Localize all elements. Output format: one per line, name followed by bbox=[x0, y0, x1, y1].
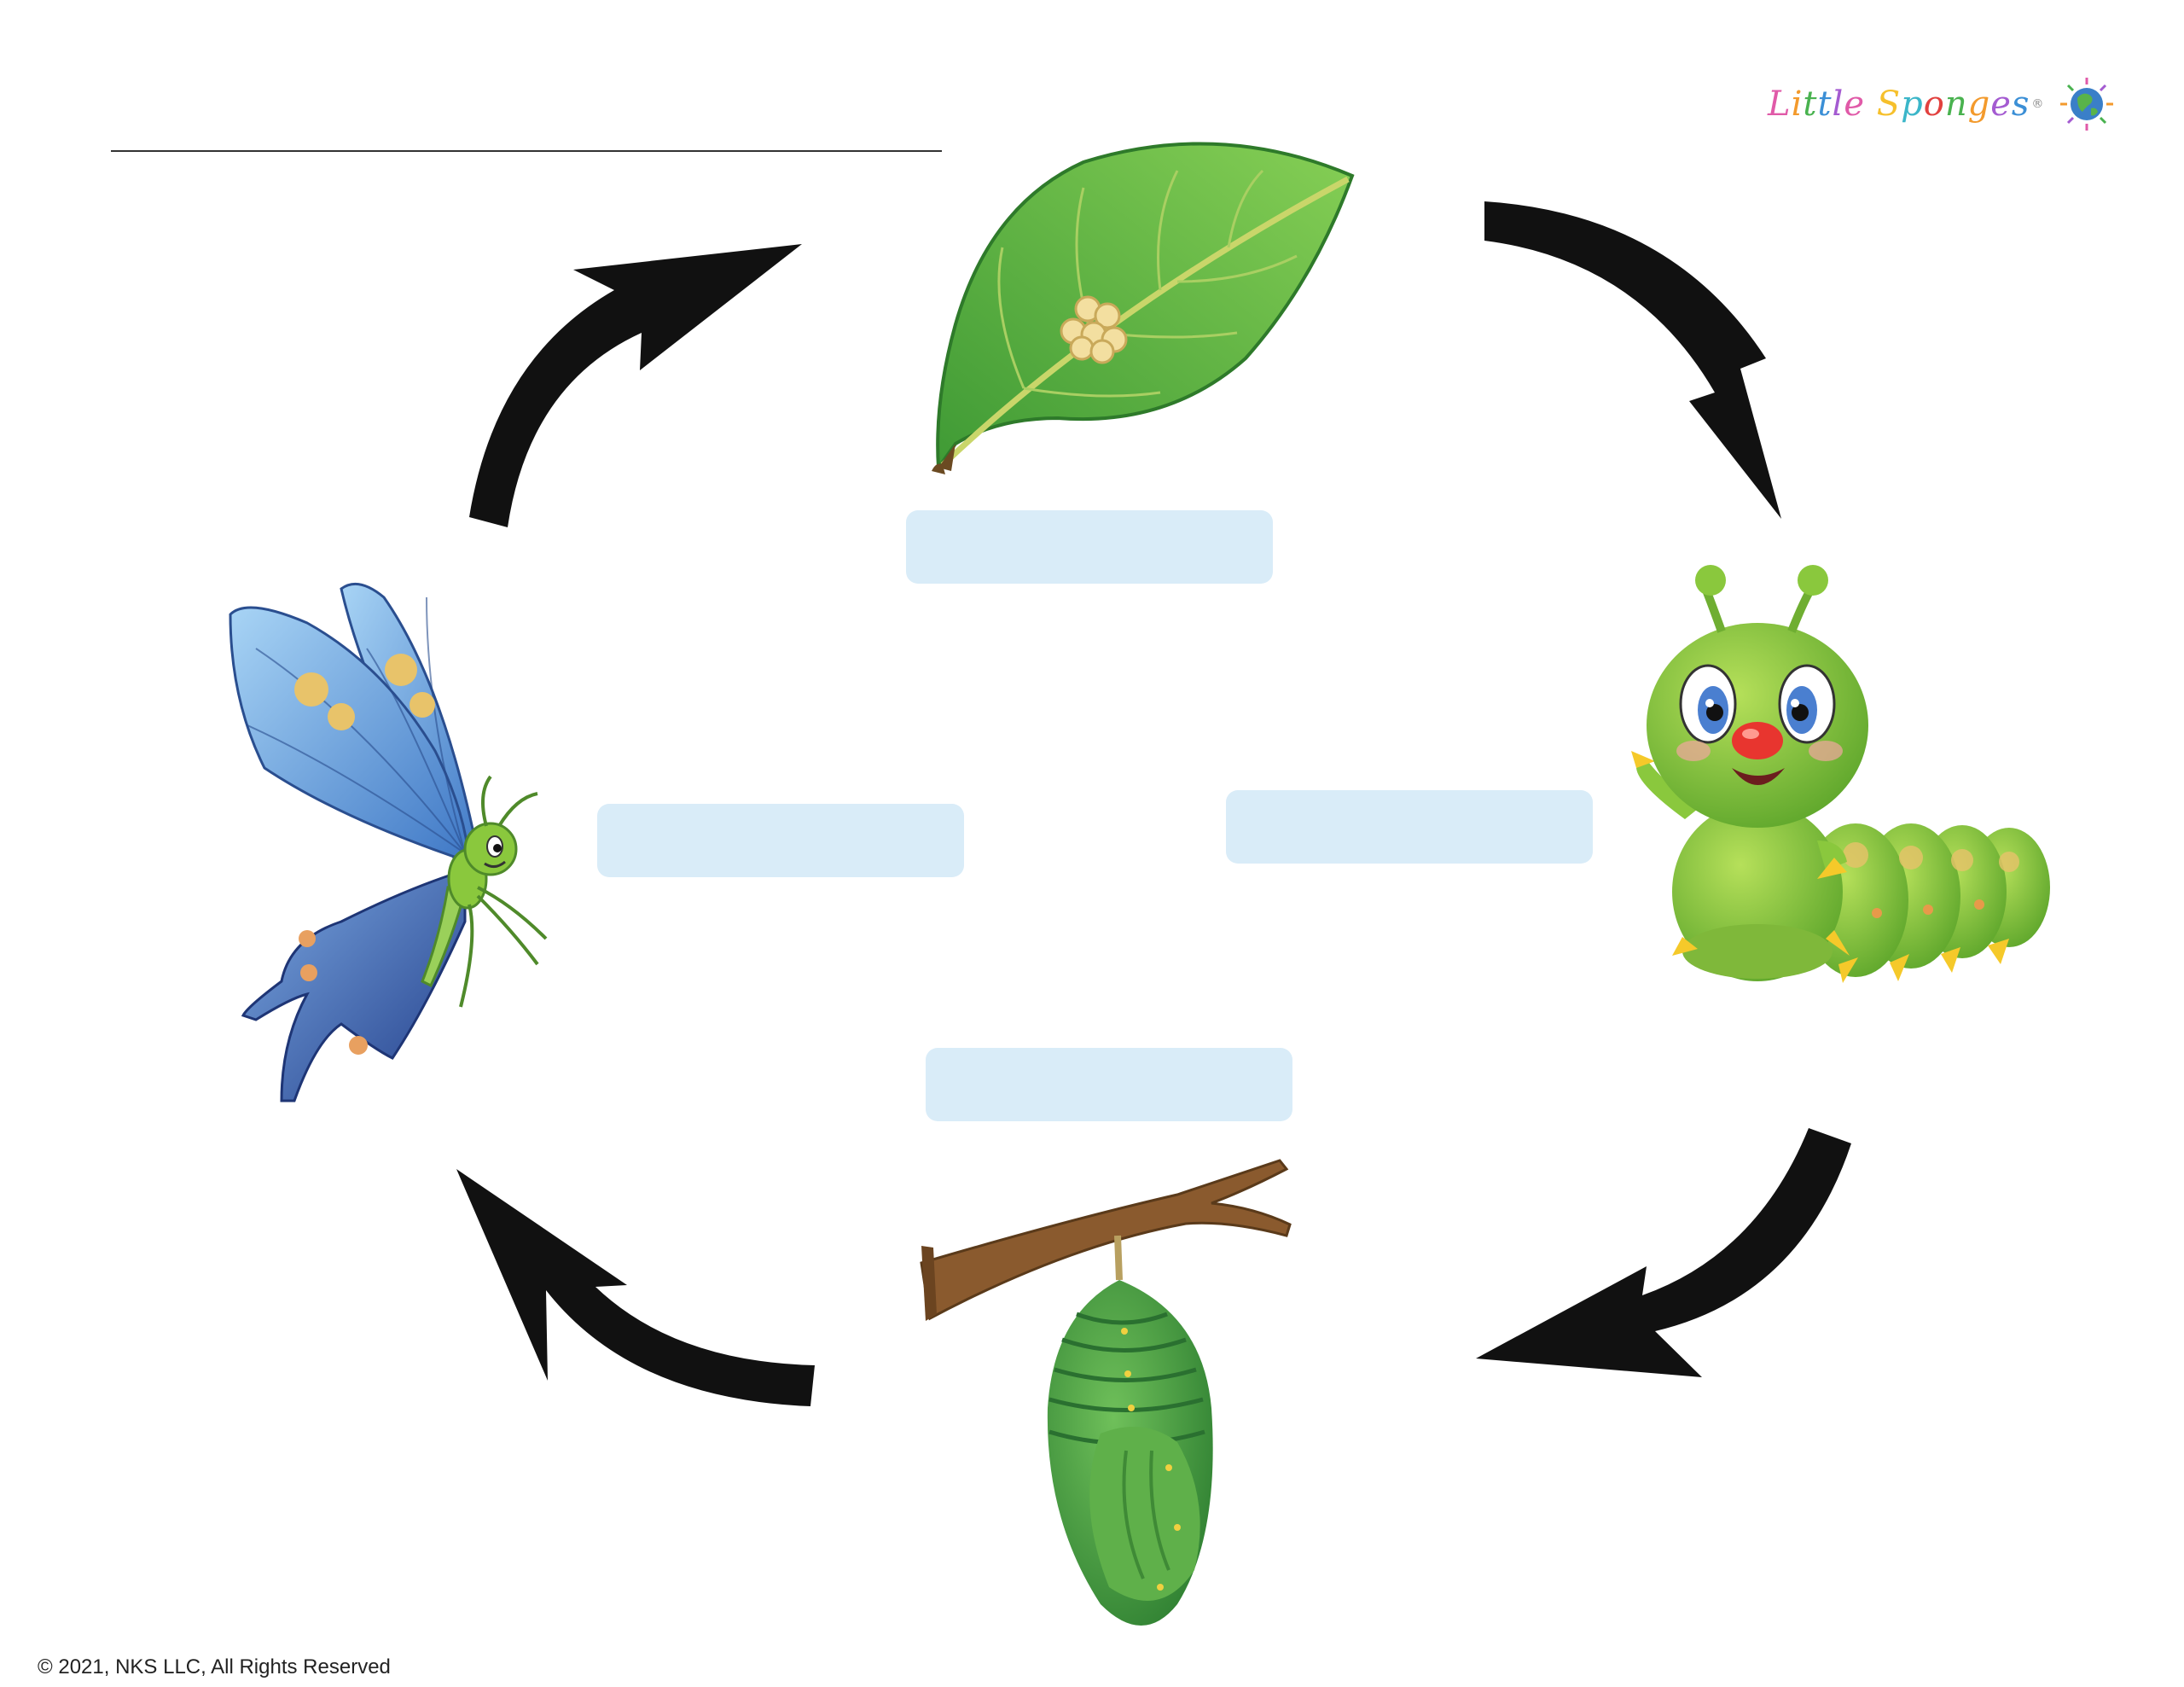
brand-letter: e bbox=[1990, 84, 2012, 124]
chrysalis-icon bbox=[920, 1159, 1292, 1626]
label-box-butterfly[interactable] bbox=[597, 804, 964, 877]
copyright-text: © 2021, NKS LLC, All Rights Reserved bbox=[38, 1655, 391, 1678]
cycle-arrows bbox=[456, 201, 1851, 1406]
label-box-eggs[interactable] bbox=[906, 510, 1273, 584]
globe-icon bbox=[2060, 78, 2114, 131]
brand-letter: S bbox=[1876, 84, 1902, 124]
eggs bbox=[1060, 295, 1128, 364]
brand-letter: o bbox=[1923, 84, 1945, 124]
brand-letter: t bbox=[1803, 84, 1818, 124]
brand-letter: t bbox=[1817, 84, 1833, 124]
brand-letter: i bbox=[1791, 84, 1804, 124]
brand-registered-mark: ® bbox=[2031, 97, 2044, 111]
leaf-with-eggs-icon bbox=[932, 142, 1355, 474]
brand-letter: s bbox=[2011, 84, 2030, 124]
caterpillar-icon bbox=[1631, 565, 2050, 983]
brand-letter: n bbox=[1944, 84, 1968, 124]
arrow-chrysalis-to-butterfly bbox=[456, 1169, 815, 1406]
name-line bbox=[111, 150, 942, 152]
label-box-chrysalis[interactable] bbox=[926, 1048, 1292, 1121]
brand-letter: g bbox=[1967, 84, 1991, 124]
label-box-caterpillar[interactable] bbox=[1226, 790, 1593, 864]
brand-letter: l bbox=[1832, 84, 1844, 124]
brand-letter: p bbox=[1901, 84, 1924, 124]
brand-letter: L bbox=[1768, 84, 1792, 124]
brand-logo: Little Sponges ® bbox=[1768, 78, 2117, 131]
arrow-eggs-to-caterpillar bbox=[1484, 201, 1781, 519]
arrow-caterpillar-to-chrysalis bbox=[1476, 1128, 1851, 1377]
brand-name: Little Sponges bbox=[1768, 84, 2030, 124]
arrow-butterfly-to-eggs bbox=[469, 244, 802, 527]
butterfly-icon bbox=[229, 582, 548, 1102]
brand-letter: e bbox=[1844, 84, 1865, 124]
